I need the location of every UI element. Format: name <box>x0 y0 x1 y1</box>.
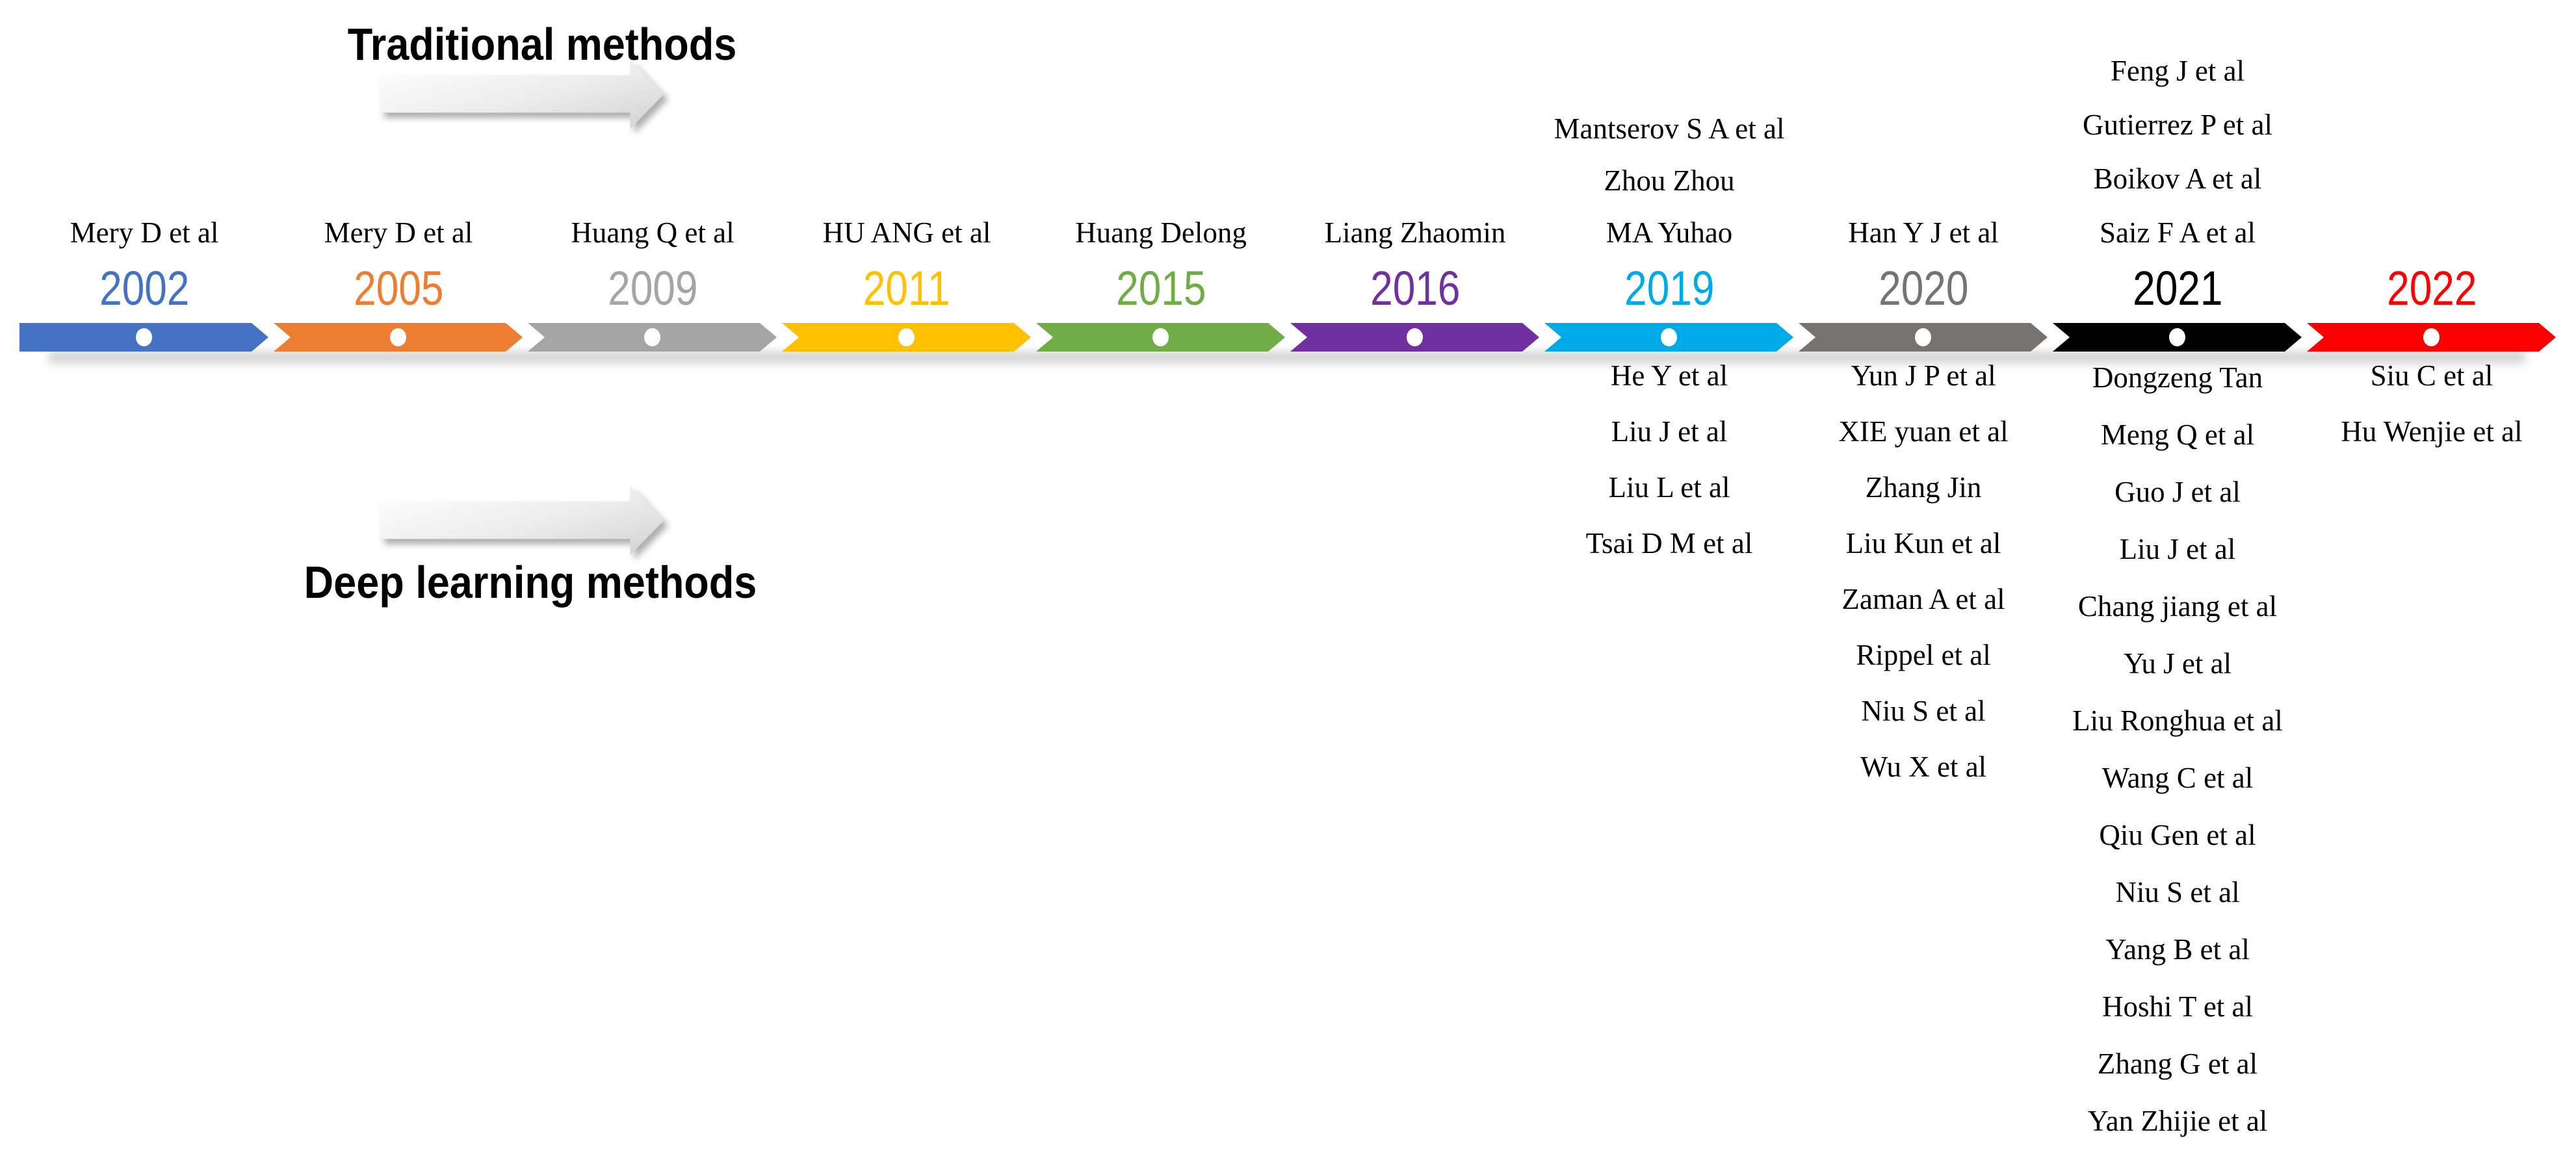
year-label-2016: 2016 <box>1305 263 1526 315</box>
author-label: Boikov A et al <box>2093 162 2262 195</box>
author-label: Liu J et al <box>2119 533 2236 565</box>
author-label: Niu S et al <box>2115 876 2240 908</box>
traditional-methods-title: Traditional methods <box>347 19 737 70</box>
author-label: Chang jiang et al <box>2077 590 2278 623</box>
author-label: Liu Kun et al <box>1845 527 2001 560</box>
year-text: 2022 <box>2386 261 2477 315</box>
author-label: Saiz F A et al <box>2100 216 2256 249</box>
timeline-segment-2016 <box>1290 323 1539 352</box>
author-label: Wang C et al <box>2101 762 2254 794</box>
timeline-segment-2011 <box>782 323 1031 352</box>
timeline-segment-2021 <box>2053 323 2302 352</box>
year-text: 2005 <box>353 261 444 315</box>
timeline-milestone-dot <box>390 328 406 346</box>
timeline-segment-2015 <box>1036 323 1285 352</box>
year-label-2005: 2005 <box>288 263 509 315</box>
author-label: Dongzeng Tan <box>2092 361 2263 394</box>
author-label: He Y et al <box>1610 359 1728 392</box>
author-label: Liu L et al <box>1608 471 1730 504</box>
author-label: Liu Ronghua et al <box>2072 704 2283 737</box>
year-label-2022: 2022 <box>2321 263 2542 315</box>
timeline-milestone-dot <box>1661 328 1677 346</box>
author-label: Zhou Zhou <box>1604 164 1735 197</box>
year-label-2002: 2002 <box>34 263 255 315</box>
author-label: Zaman A et al <box>1841 583 2005 615</box>
author-label: XIE yuan et al <box>1838 415 2009 448</box>
year-text: 2020 <box>1878 261 1969 315</box>
year-text: 2011 <box>863 261 950 315</box>
year-label-2021: 2021 <box>2067 263 2288 315</box>
timeline-bar-shadow <box>49 353 2525 367</box>
timeline-milestone-dot <box>2423 328 2439 346</box>
author-label: HU ANG et al <box>822 216 991 249</box>
author-label: Zhang Jin <box>1865 471 1982 504</box>
author-label: Siu C et al <box>2370 359 2493 392</box>
author-label: Hu Wenjie et al <box>2341 415 2523 448</box>
timeline-segment-2005 <box>274 323 523 352</box>
timeline-segment-2009 <box>528 323 777 352</box>
year-label-2009: 2009 <box>542 263 763 315</box>
timeline-milestone-dot <box>1407 328 1423 346</box>
author-label: Feng J et al <box>2110 55 2245 87</box>
deep-learning-methods-title: Deep learning methods <box>304 557 757 608</box>
deep-learning-methods-arrow-icon <box>380 485 664 555</box>
author-label: Meng Q et al <box>2100 418 2255 451</box>
timeline-milestone-dot <box>1152 328 1169 346</box>
author-label: Qiu Gen et al <box>2099 819 2256 851</box>
author-label: Tsai D M et al <box>1585 527 1753 560</box>
timeline-segment-2022 <box>2307 323 2556 352</box>
author-label: Rippel et al <box>1856 639 1991 671</box>
author-label: Mery D et al <box>324 216 473 249</box>
right-arrow-shape <box>380 485 664 555</box>
timeline-milestone-dot <box>898 328 915 346</box>
year-text: 2016 <box>1370 261 1461 315</box>
author-label: Zhang G et al <box>2097 1048 2258 1080</box>
author-label: Guo J et al <box>2114 476 2241 508</box>
year-label-2015: 2015 <box>1050 263 1271 315</box>
year-text: 2021 <box>2132 261 2223 315</box>
author-label: MA Yuhao <box>1606 216 1733 249</box>
year-text: 2009 <box>607 261 698 315</box>
year-text: 2002 <box>99 261 190 315</box>
author-label: Yan Zhijie et al <box>2087 1105 2268 1137</box>
author-label: Yu J et al <box>2123 647 2232 680</box>
author-label: Mantserov S A et al <box>1554 112 1785 145</box>
author-label: Yang B et al <box>2105 933 2250 966</box>
author-label: Wu X et al <box>1860 751 1987 783</box>
timeline-milestone-dot <box>136 328 152 346</box>
author-label: Huang Delong <box>1075 216 1247 249</box>
timeline-milestone-dot <box>1915 328 1931 346</box>
year-label-2011: 2011 <box>796 263 1017 315</box>
timeline-milestone-dot <box>644 328 660 346</box>
author-label: Mery D et al <box>70 216 219 249</box>
right-arrow-shape <box>380 59 664 129</box>
timeline-segment-2020 <box>1799 323 2048 352</box>
author-label: Han Y J et al <box>1848 216 1999 249</box>
author-label: Hoshi T et al <box>2101 990 2254 1023</box>
timeline-milestone-dot <box>2169 328 2185 346</box>
author-label: Liu J et al <box>1611 415 1728 448</box>
timeline-segment-2019 <box>1544 323 1793 352</box>
author-label: Gutierrez P et al <box>2083 109 2272 141</box>
author-label: Huang Q et al <box>571 216 735 249</box>
author-label: Niu S et al <box>1861 695 1986 727</box>
year-label-2019: 2019 <box>1559 263 1780 315</box>
year-label-2020: 2020 <box>1813 263 2034 315</box>
traditional-methods-arrow-icon <box>380 59 664 129</box>
year-text: 2015 <box>1115 261 1206 315</box>
timeline-segment-2002 <box>20 323 268 352</box>
author-label: Yun J P et al <box>1851 359 1996 392</box>
year-text: 2019 <box>1624 261 1715 315</box>
author-label: Liang Zhaomin <box>1324 216 1506 249</box>
